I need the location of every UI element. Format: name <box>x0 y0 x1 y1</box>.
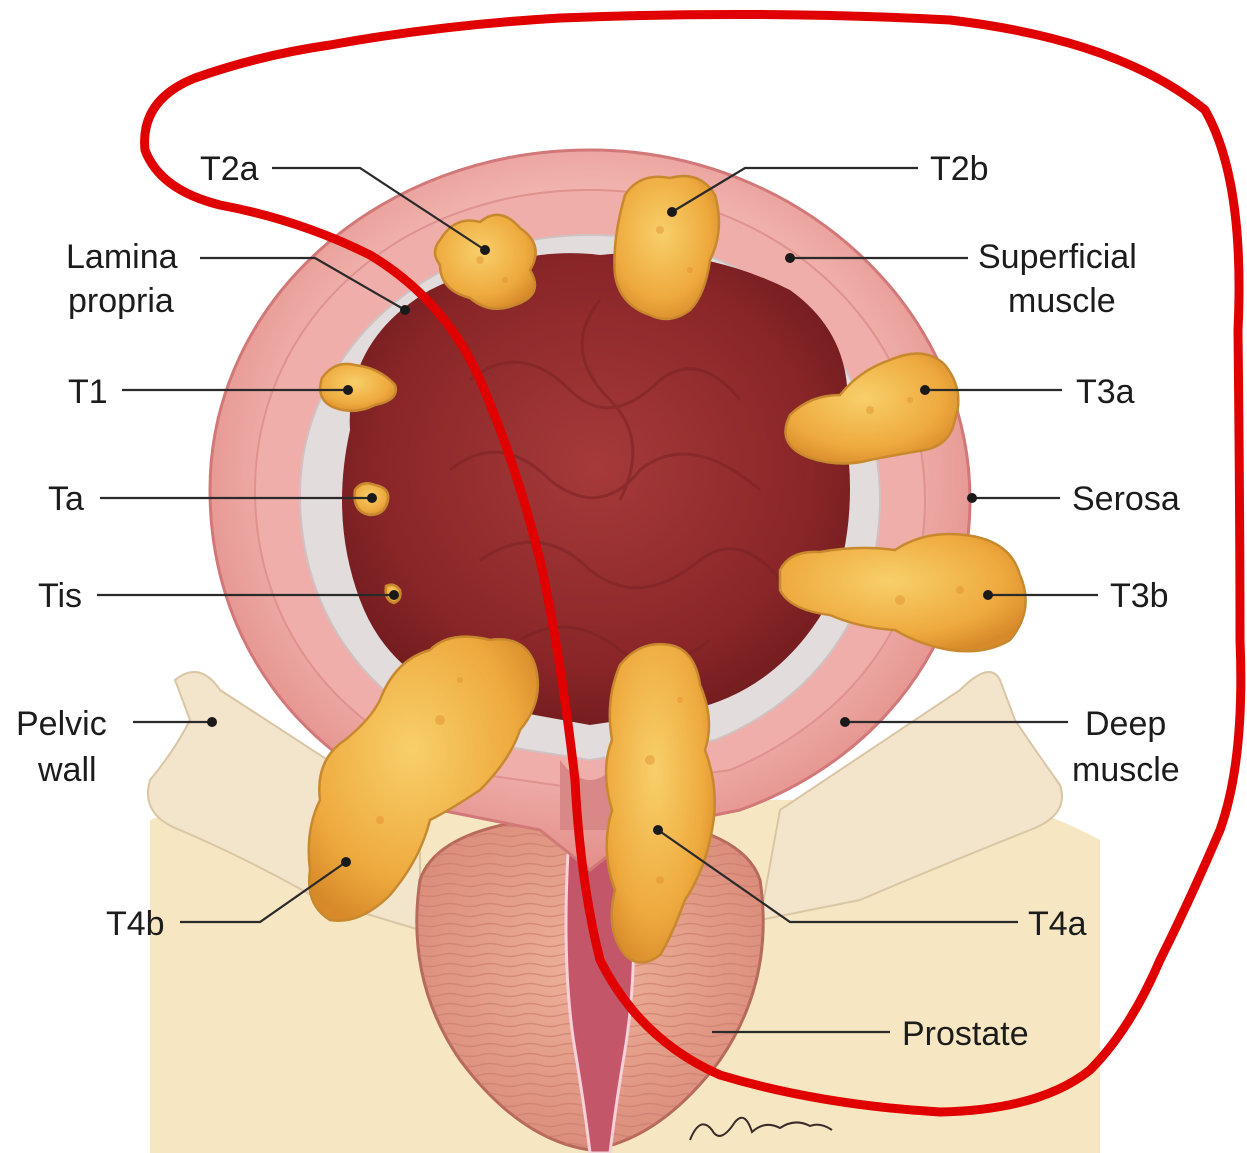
label-t3a: T3a <box>1076 373 1135 411</box>
label-superficial-muscle-1: Superficial <box>978 238 1137 276</box>
label-t2b: T2b <box>930 150 989 188</box>
label-serosa: Serosa <box>1072 480 1180 518</box>
label-deep-muscle-1: Deep <box>1085 705 1166 743</box>
label-deep-muscle-2: muscle <box>1072 751 1180 789</box>
label-superficial-muscle-2: muscle <box>1008 282 1116 320</box>
label-pelvic-wall-1: Pelvic <box>16 705 107 743</box>
label-t1: T1 <box>68 373 108 411</box>
label-ta: Ta <box>48 480 84 518</box>
label-t4b: T4b <box>106 905 165 943</box>
label-lamina-propria-1: Lamina <box>66 238 178 276</box>
label-t2a: T2a <box>200 150 259 188</box>
label-lamina-propria-2: propria <box>68 282 174 320</box>
label-t3b: T3b <box>1110 577 1169 615</box>
label-prostate: Prostate <box>902 1015 1029 1053</box>
label-t4a: T4a <box>1028 905 1087 943</box>
label-tis: Tis <box>38 577 82 615</box>
label-pelvic-wall-2: wall <box>37 751 97 789</box>
